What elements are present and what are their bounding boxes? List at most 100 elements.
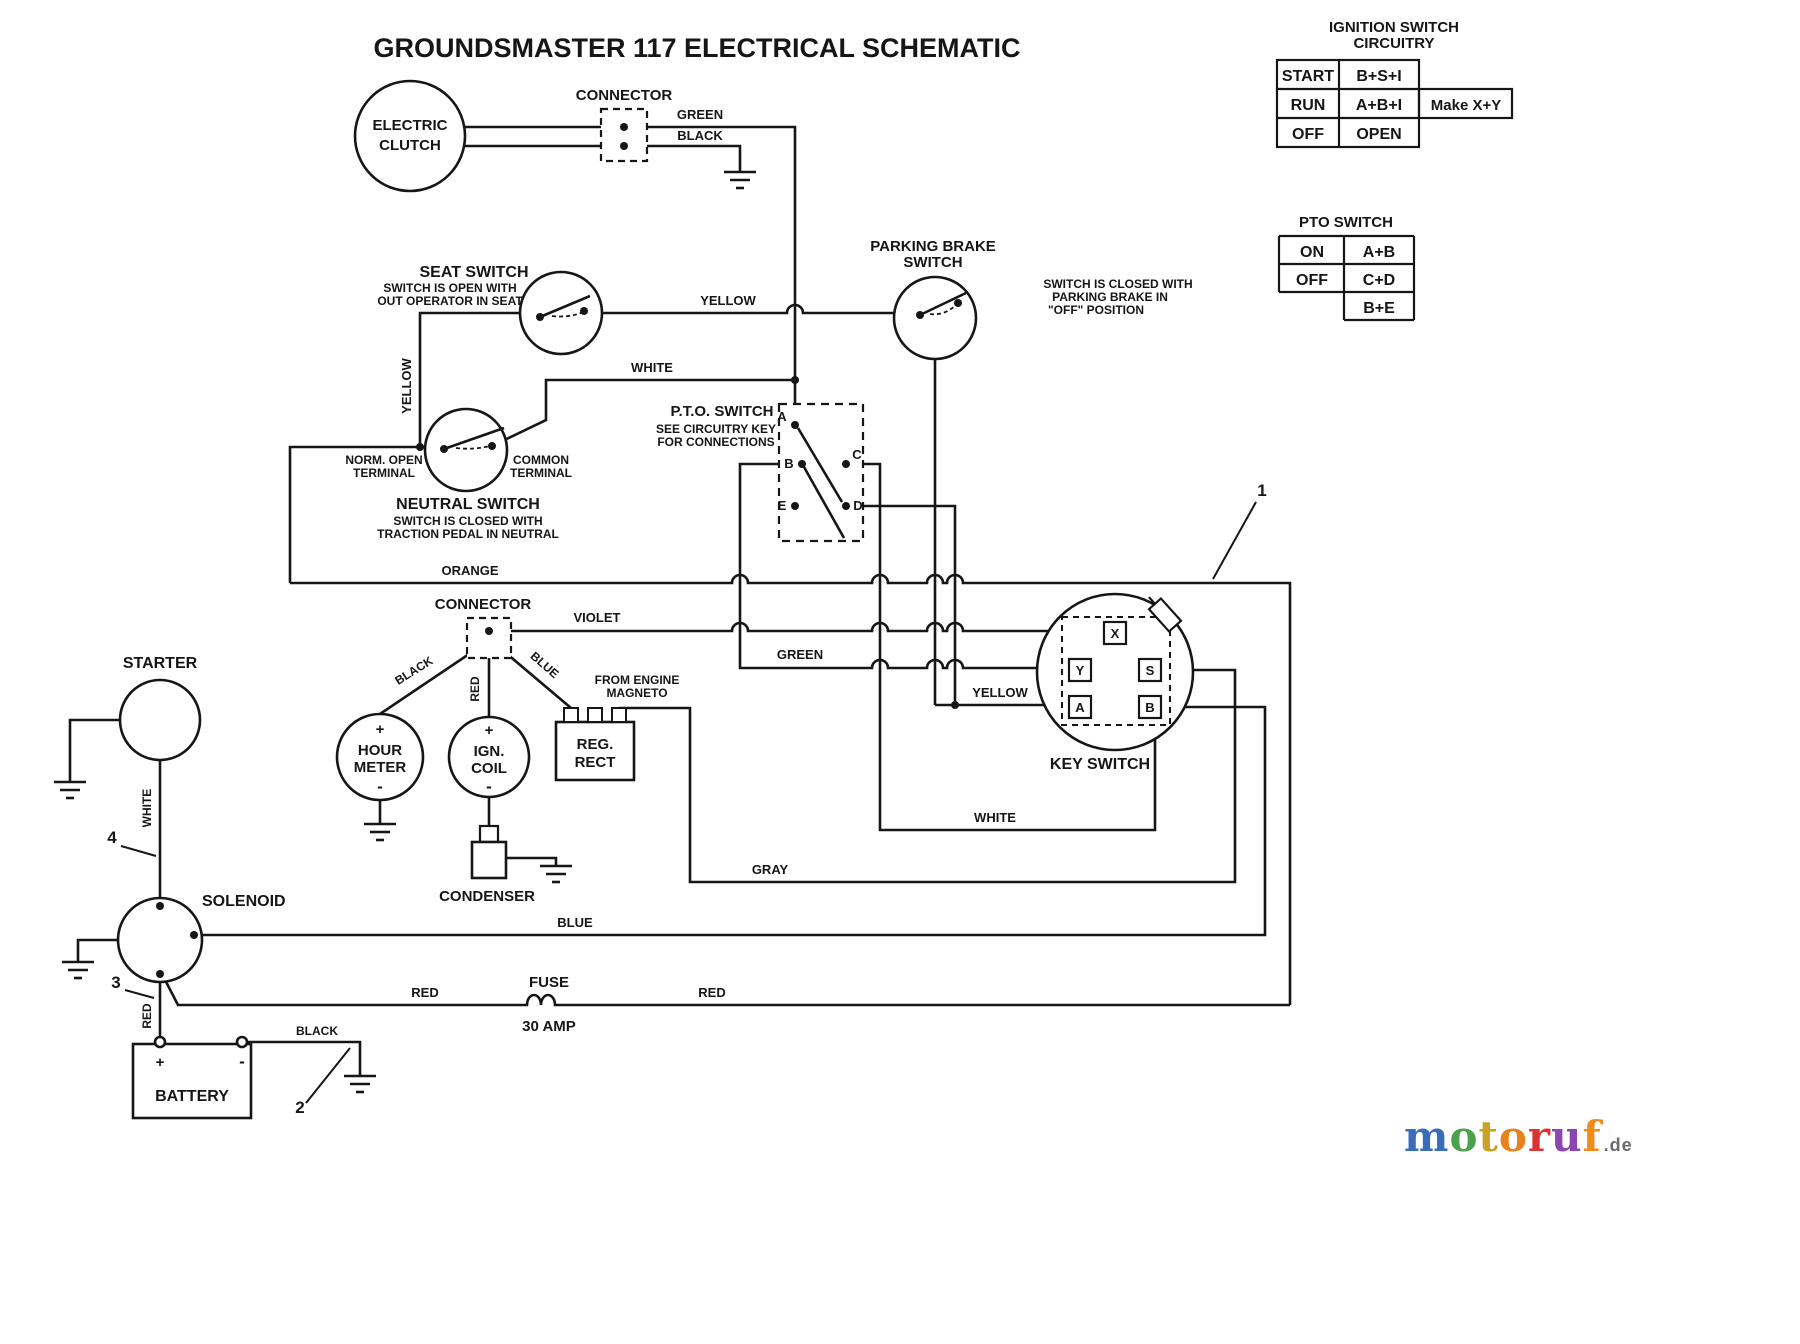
dot: [416, 443, 424, 451]
battery-body: [133, 1044, 251, 1118]
battery-terminal-positive: [155, 1037, 165, 1047]
reg-rect-tab: [588, 708, 602, 722]
key-switch-label: KEY SWITCH: [1050, 756, 1150, 773]
dot-pto-c: [842, 460, 850, 468]
pto-terminal-a: A: [777, 409, 787, 424]
neutral-switch-body: [425, 409, 507, 491]
wire-label-green-mid: GREEN: [777, 647, 823, 662]
key-terminal-x-label: X: [1111, 626, 1120, 641]
magneto-note: FROM ENGINE: [595, 673, 680, 687]
hour-meter-label: METER: [354, 759, 407, 776]
neutral-left-terminal-label: TERMINAL: [353, 466, 415, 480]
ign-coil-label: IGN.: [474, 743, 505, 760]
wire-label-red-left: RED: [411, 985, 438, 1000]
wire-red-fuse: [163, 976, 1290, 1005]
wire-label-blue-bottom: BLUE: [557, 915, 593, 930]
pto-terminal-d: D: [853, 498, 862, 513]
labels: GROUNDSMASTER 117 ELECTRICAL SCHEMATIC E…: [107, 19, 1501, 1117]
wire-label-black-battery: BLACK: [296, 1024, 338, 1038]
key-terminal-s-label: S: [1146, 663, 1155, 678]
pto-table-title: PTO SWITCH: [1299, 214, 1393, 231]
pto-terminal-c: C: [852, 447, 862, 462]
connector-top-box: [601, 109, 647, 161]
ignition-row-circuit: OPEN: [1356, 126, 1401, 143]
fuse-rating: 30 AMP: [522, 1018, 576, 1035]
page-title: GROUNDSMASTER 117 ELECTRICAL SCHEMATIC: [373, 33, 1020, 63]
dot-pto-a: [791, 421, 799, 429]
seat-switch-body: [520, 272, 602, 354]
ign-coil-label: COIL: [471, 760, 507, 777]
callout-1: 1: [1257, 481, 1266, 500]
dot: [951, 701, 959, 709]
wire-solenoid-ground: [78, 940, 118, 962]
fuse-label: FUSE: [529, 974, 569, 991]
ground-symbol: [364, 824, 396, 840]
condenser-body: [472, 842, 506, 878]
electric-clutch-body: [355, 81, 465, 191]
dot: [791, 376, 799, 384]
callout-2: 2: [295, 1098, 304, 1117]
key-terminal-a-label: A: [1075, 700, 1085, 715]
wire-label-red-right: RED: [698, 985, 725, 1000]
wire-label-yellow-vert: YELLOW: [399, 357, 414, 413]
dot: [156, 902, 164, 910]
logo-letter: r: [1528, 1112, 1551, 1161]
wire-label-red-solenoid: RED: [140, 1003, 154, 1029]
pto-switch-note: FOR CONNECTIONS: [657, 435, 774, 449]
ign-coil-minus: -: [486, 777, 492, 796]
callout-line-1: [1213, 502, 1256, 579]
parking-brake-title: PARKING BRAKE: [870, 238, 996, 255]
key-terminal-b-label: B: [1145, 700, 1154, 715]
dot: [488, 442, 496, 450]
dot-pto-b: [798, 460, 806, 468]
dot: [156, 970, 164, 978]
ground-symbol: [724, 172, 756, 188]
pto-row-circuit: A+B: [1363, 244, 1395, 261]
parking-brake-switch-body: [894, 277, 976, 359]
dot-pto-e: [791, 502, 799, 510]
callout-3: 3: [111, 973, 120, 992]
ignition-row-circuit: B+S+I: [1356, 68, 1401, 85]
ignition-row-mode: START: [1282, 68, 1334, 85]
logo-letter: t: [1478, 1112, 1498, 1161]
parking-brake-note: SWITCH IS CLOSED WITH: [1043, 277, 1192, 291]
electric-clutch-label: CLUTCH: [379, 137, 441, 154]
neutral-switch-note: SWITCH IS CLOSED WITH: [393, 514, 542, 528]
seat-switch-note: OUT OPERATOR IN SEAT: [377, 294, 523, 308]
neutral-switch-note: TRACTION PEDAL IN NEUTRAL: [377, 527, 559, 541]
magneto-note: MAGNETO: [606, 686, 667, 700]
pto-row-mode: ON: [1300, 244, 1324, 261]
wire-label-white-top: WHITE: [631, 360, 673, 375]
ground-symbol: [62, 962, 94, 978]
pto-switch-title: P.T.O. SWITCH: [670, 403, 773, 420]
reg-rect-tab: [564, 708, 578, 722]
dot-pto-d: [842, 502, 850, 510]
battery-plus: +: [156, 1054, 165, 1071]
callout-line-3: [125, 990, 154, 998]
dot: [954, 299, 962, 307]
wire-label-yellow-seat: YELLOW: [700, 293, 756, 308]
dot: [536, 313, 544, 321]
parking-brake-note: PARKING BRAKE IN: [1052, 290, 1168, 304]
hour-meter-minus: -: [377, 777, 383, 796]
pto-terminal-e: E: [778, 498, 787, 513]
pto-row-circuit: B+E: [1363, 300, 1395, 317]
ground-symbol: [54, 782, 86, 798]
callout-4: 4: [107, 828, 117, 847]
connector-mid-box: [467, 618, 511, 658]
pto-row-mode: OFF: [1296, 272, 1328, 289]
reg-rect-label: REG.: [577, 736, 614, 753]
parking-brake-title: SWITCH: [903, 254, 962, 271]
logo-letter: o: [1449, 1112, 1478, 1161]
seat-switch-title: SEAT SWITCH: [419, 264, 528, 281]
neutral-right-terminal-label: COMMON: [513, 453, 569, 467]
dot: [916, 311, 924, 319]
logo-motoruf: motoruf.de: [1404, 1112, 1633, 1161]
wire-label-black-conn: BLACK: [392, 653, 435, 687]
ignition-row-mode: OFF: [1292, 126, 1324, 143]
wire-label-red-conn: RED: [468, 676, 482, 702]
wire-label-orange: ORANGE: [441, 563, 498, 578]
neutral-switch-title: NEUTRAL SWITCH: [396, 496, 540, 513]
battery-label: BATTERY: [155, 1088, 229, 1105]
ground-symbol: [344, 1076, 376, 1092]
